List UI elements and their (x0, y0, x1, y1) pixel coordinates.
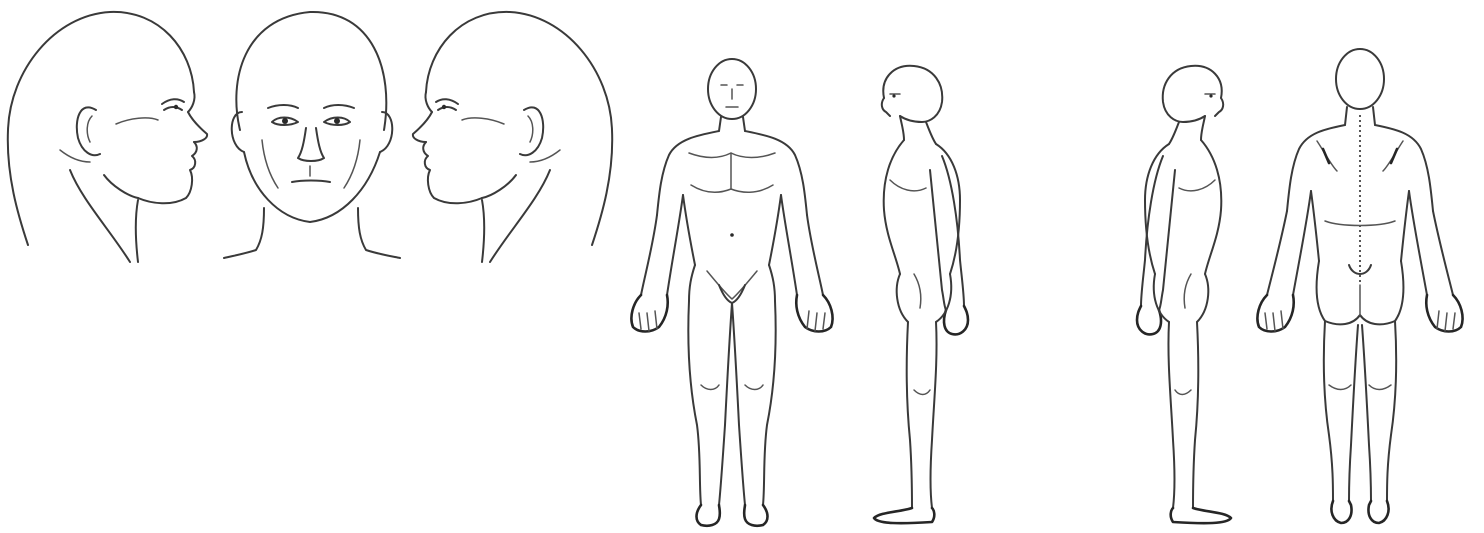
body-left-lateral (1115, 60, 1245, 530)
head-left-profile (400, 0, 620, 270)
head-front (222, 0, 402, 270)
body-anterior (615, 55, 845, 533)
body-right-lateral (860, 60, 990, 530)
body-posterior (1245, 45, 1475, 530)
head-right-profile (0, 0, 220, 270)
